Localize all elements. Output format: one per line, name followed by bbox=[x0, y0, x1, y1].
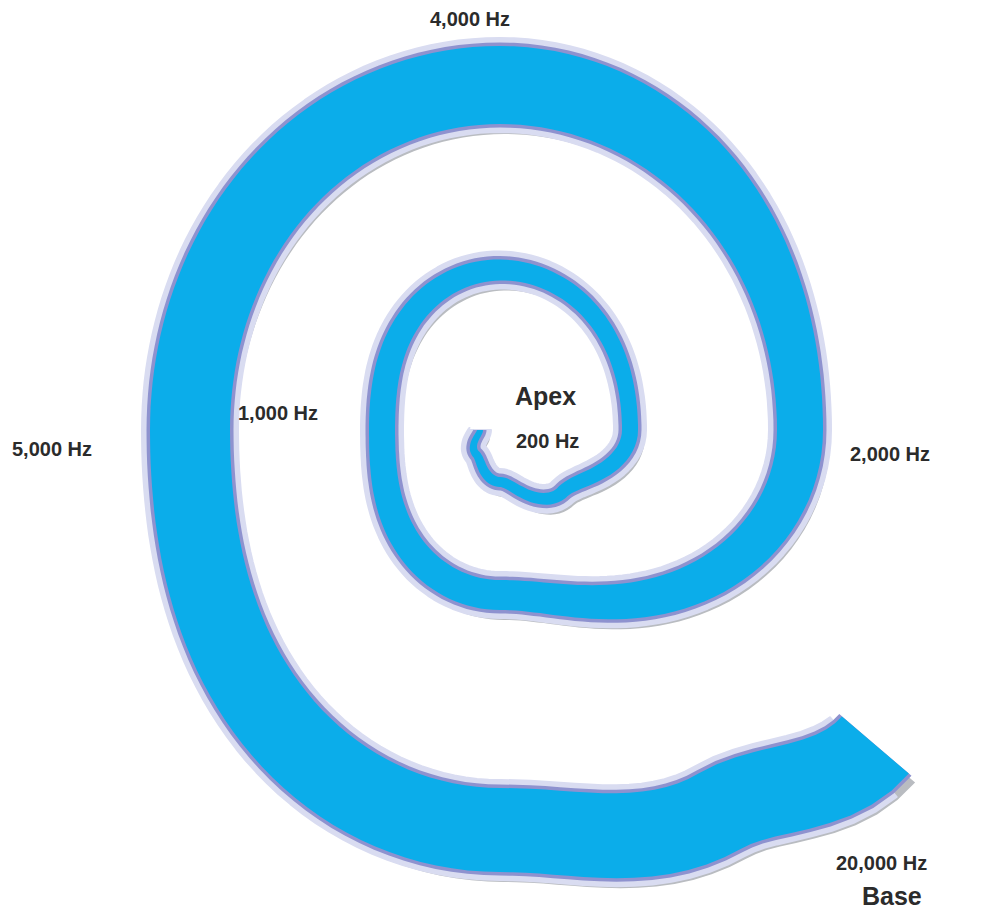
spiral-rim bbox=[147, 43, 912, 882]
frequency-label: 4,000 Hz bbox=[430, 8, 510, 31]
frequency-label: 200 Hz bbox=[516, 430, 579, 453]
frequency-label: 5,000 Hz bbox=[12, 438, 92, 461]
frequency-label: 20,000 Hz bbox=[836, 852, 927, 875]
basilar-membrane-band bbox=[150, 46, 909, 878]
frequency-label: Base bbox=[862, 882, 922, 911]
frequency-label: 1,000 Hz bbox=[238, 402, 318, 425]
frequency-label: 2,000 Hz bbox=[850, 443, 930, 466]
frequency-label: Apex bbox=[515, 382, 576, 411]
